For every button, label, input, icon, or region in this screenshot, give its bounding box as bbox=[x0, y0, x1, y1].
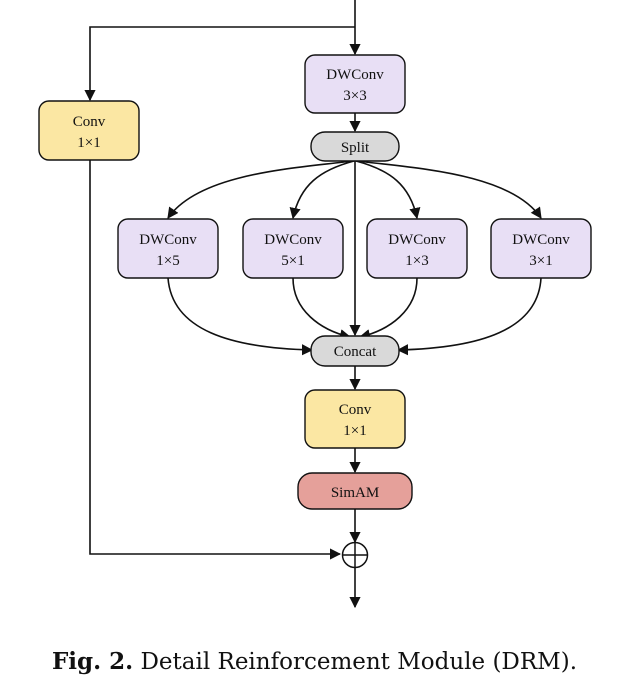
edges bbox=[84, 0, 542, 609]
node-dwconv-a: DWConv 1×5 bbox=[117, 218, 219, 279]
node-simam: SimAM bbox=[297, 472, 413, 510]
node-dwconv-c-line1: DWConv bbox=[388, 232, 446, 248]
node-dwconv-d-line2: 3×1 bbox=[529, 253, 552, 269]
edge-split-to-dwconv-d bbox=[357, 160, 542, 219]
node-dwconv-b-line2: 5×1 bbox=[281, 253, 304, 269]
node-dwconv-b-line1: DWConv bbox=[264, 232, 322, 248]
node-split-label: Split bbox=[341, 140, 370, 156]
figure-caption-text: Detail Reinforcement Module (DRM). bbox=[140, 649, 578, 675]
sum-operator-icon bbox=[341, 541, 369, 569]
edge-input-to-conv-side bbox=[84, 26, 355, 102]
node-conv-mid-line1: Conv bbox=[339, 402, 372, 418]
node-dwconv-a-line1: DWConv bbox=[139, 232, 197, 248]
node-dwconv-a-line2: 1×5 bbox=[156, 253, 179, 269]
node-concat: Concat bbox=[310, 335, 400, 367]
node-dwconv-b: DWConv 5×1 bbox=[242, 218, 344, 279]
edge-dwconv-d-to-concat bbox=[396, 277, 542, 356]
node-conv-mid-line2: 1×1 bbox=[343, 423, 366, 439]
node-dwconv-d: DWConv 3×1 bbox=[490, 218, 592, 279]
drm-diagram: DWConv 3×3 Conv 1×1 Split DWConv 1×5 DWC… bbox=[38, 0, 592, 609]
node-conv-side-line1: Conv bbox=[73, 114, 106, 130]
edge-dwconv-a-to-concat bbox=[167, 277, 314, 356]
node-split: Split bbox=[310, 131, 400, 162]
node-dwconv-d-line1: DWConv bbox=[512, 232, 570, 248]
figure-caption-label: Fig. 2. bbox=[51, 648, 134, 675]
node-concat-label: Concat bbox=[334, 344, 377, 360]
edge-split-to-dwconv-c bbox=[355, 160, 421, 220]
edge-split-to-dwconv-a bbox=[167, 160, 353, 219]
node-conv-mid: Conv 1×1 bbox=[304, 389, 406, 449]
node-dwconv-c-line2: 1×3 bbox=[405, 253, 428, 269]
node-simam-label: SimAM bbox=[331, 485, 379, 501]
edge-dwconv-c-to-concat bbox=[358, 277, 418, 341]
node-dwconv-top: DWConv 3×3 bbox=[304, 54, 406, 114]
edge-dwconv-b-to-concat bbox=[292, 277, 352, 341]
edge-split-to-dwconv-b bbox=[289, 160, 355, 220]
node-dwconv-top-line2: 3×3 bbox=[343, 88, 366, 104]
node-dwconv-top-line1: DWConv bbox=[326, 67, 384, 83]
figure-caption: Fig. 2. Detail Reinforcement Module (DRM… bbox=[0, 648, 629, 675]
node-conv-side: Conv 1×1 bbox=[38, 100, 140, 161]
node-dwconv-c: DWConv 1×3 bbox=[366, 218, 468, 279]
node-conv-side-line2: 1×1 bbox=[77, 135, 100, 151]
edge-conv-side-to-sum bbox=[89, 160, 342, 560]
